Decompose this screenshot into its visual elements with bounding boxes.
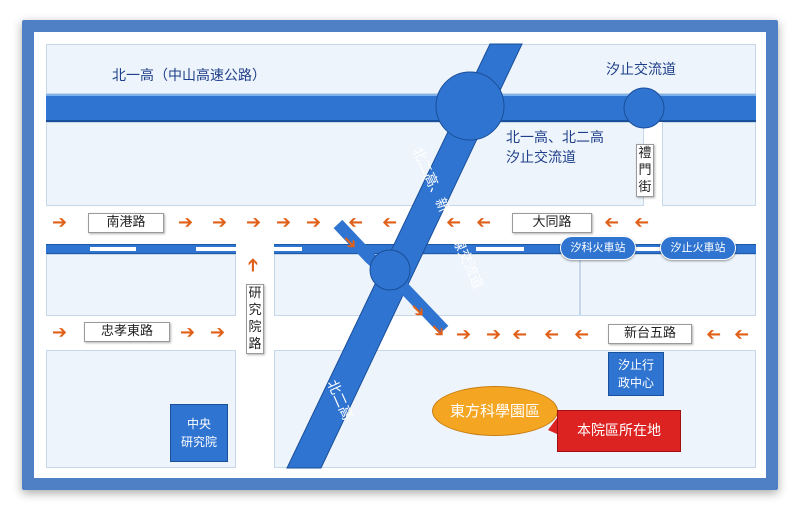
arrow-left-icon: ➔ (604, 212, 620, 233)
arrow-right-icon: ➔ (180, 322, 196, 343)
arrow-right-icon: ➔ (276, 212, 292, 233)
arrow-right-icon: ➔ (306, 212, 322, 233)
railway-right (274, 244, 756, 254)
block-mid-left (46, 254, 236, 316)
road-sign-zhongxiao-east: 忠孝東路 (84, 322, 170, 342)
station-xizhi: 汐止火車站 (660, 236, 736, 260)
arrow-left-icon: ➔ (382, 212, 398, 233)
arrow-right-icon: ➔ (486, 324, 502, 345)
location-callout: 本院區所在地 (557, 410, 681, 452)
arrow-left-icon: ➔ (634, 212, 650, 233)
interchange-circle-xintai5 (369, 249, 411, 291)
xizhi-admin-center: 汐止行 政中心 (608, 352, 664, 396)
arrow-left-icon: ➔ (706, 324, 722, 345)
arrow-right-icon: ➔ (52, 322, 68, 343)
academia-sinica-box: 中央 研究院 (170, 404, 228, 462)
arrow-right-icon: ➔ (456, 324, 472, 345)
arrow-left-icon: ➔ (476, 212, 492, 233)
arrow-left-icon: ➔ (544, 324, 560, 345)
arrow-right-icon: ➔ (52, 212, 68, 233)
location-pointer (548, 418, 557, 434)
arrow-left-icon: ➔ (574, 324, 590, 345)
arrow-up-icon: ➔ (242, 257, 264, 273)
arrow-left-icon: ➔ (348, 212, 364, 233)
interchange-note-line1: 北一高、北二高 (506, 130, 604, 146)
xizhi-interchange-label: 汐止交流道 (606, 62, 676, 78)
arrow-left-icon: ➔ (512, 324, 528, 345)
arrow-right-icon: ➔ (178, 212, 194, 233)
block-mid-right (580, 254, 756, 316)
railway-left (46, 244, 236, 254)
road-sign-nangang: 南港路 (88, 213, 164, 233)
station-xike: 汐科火車站 (560, 236, 636, 260)
interchange-circle-xizhi (623, 87, 665, 129)
interchange-circle-main (435, 71, 505, 141)
arrow-left-icon: ➔ (734, 324, 750, 345)
expressway-label: 北一高（中山高速公路） (112, 68, 266, 84)
road-sign-datong: 大同路 (512, 213, 592, 233)
road-sign-research-institute: 研 究 院 路 (246, 284, 264, 354)
arrow-right-icon: ➔ (246, 212, 262, 233)
road-sign-xintai5: 新台五路 (608, 324, 692, 344)
block-upper-right (662, 122, 756, 206)
block-top (46, 44, 756, 94)
arrow-right-icon: ➔ (212, 212, 228, 233)
arrow-left-icon: ➔ (446, 212, 462, 233)
road-sign-limen: 禮 門 街 (636, 144, 654, 197)
block-upper-left (46, 122, 644, 206)
interchange-note-line2: 汐止交流道 (506, 150, 576, 166)
arrow-right-icon: ➔ (210, 322, 226, 343)
campus-callout: 東方科學園區 (432, 386, 558, 436)
